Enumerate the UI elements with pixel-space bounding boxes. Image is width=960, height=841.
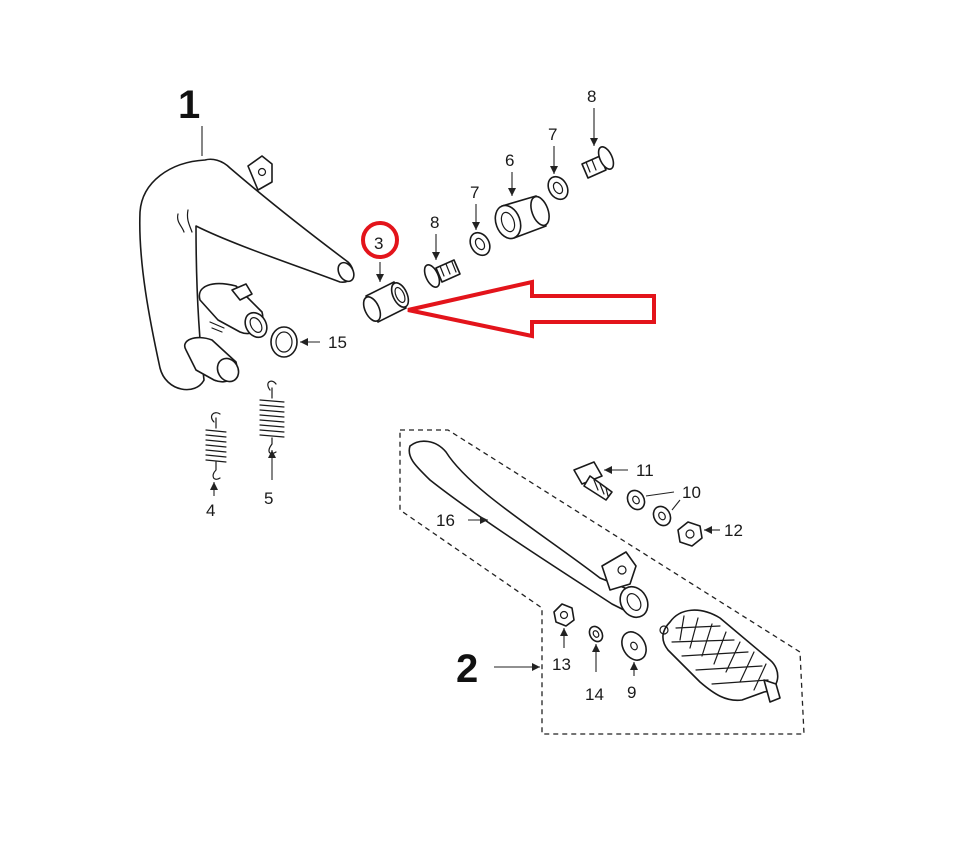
spring-part-4 bbox=[205, 412, 227, 480]
callout-4: 4 bbox=[206, 501, 215, 520]
lock-washer-part-7 bbox=[469, 231, 491, 257]
highlight-arrow bbox=[407, 279, 656, 339]
callout-16: 16 bbox=[436, 511, 455, 530]
callout-7: 7 bbox=[470, 183, 479, 202]
brake-pedal-part bbox=[138, 155, 355, 391]
nut-part-12 bbox=[677, 521, 703, 547]
callout-12: 12 bbox=[724, 521, 743, 540]
lock-washer-part-7 bbox=[547, 175, 569, 201]
assembly-2-label: 2 bbox=[456, 647, 478, 691]
callout-7: 7 bbox=[548, 125, 557, 144]
callout-9: 9 bbox=[627, 683, 636, 702]
footpeg-rubber-part bbox=[659, 609, 781, 703]
assembly-1-label: 1 bbox=[178, 83, 200, 127]
callout-11: 11 bbox=[636, 461, 654, 480]
washer-part-14 bbox=[588, 625, 604, 643]
assembly-2-boundary bbox=[399, 429, 805, 735]
callout-14: 14 bbox=[585, 685, 604, 704]
callout-3: 3 bbox=[374, 234, 383, 253]
leader-line bbox=[671, 499, 681, 511]
spring-part-5 bbox=[259, 380, 285, 455]
leader-line bbox=[645, 491, 675, 497]
callout-13: 13 bbox=[552, 655, 571, 674]
callout-8: 8 bbox=[587, 87, 596, 106]
callout-5: 5 bbox=[264, 489, 273, 508]
washer-part-9 bbox=[621, 631, 647, 661]
bolt-part-8 bbox=[423, 259, 461, 288]
spacer-part-6 bbox=[494, 195, 550, 240]
nut-part-13 bbox=[553, 603, 575, 627]
highlight-circle bbox=[361, 221, 399, 259]
callout-6: 6 bbox=[505, 151, 514, 170]
callout-10: 10 bbox=[682, 483, 701, 502]
callout-15: 15 bbox=[328, 333, 347, 352]
washer-part-10 bbox=[626, 489, 646, 511]
bushing-part-3 bbox=[362, 281, 410, 323]
washer-part-10 bbox=[652, 505, 672, 527]
bolt-part-11 bbox=[573, 461, 613, 501]
footrest-bracket-part-16 bbox=[408, 440, 649, 619]
callout-8: 8 bbox=[430, 213, 439, 232]
washer-part-15 bbox=[270, 326, 298, 358]
bolt-part-8 bbox=[581, 146, 615, 179]
